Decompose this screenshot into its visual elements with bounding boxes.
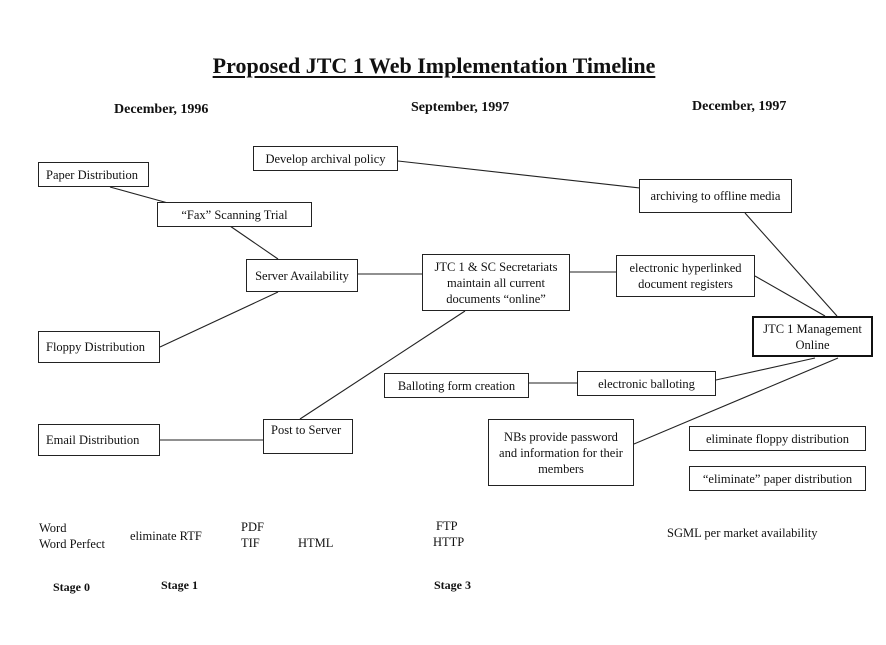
box-hyperlinked-registers: electronic hyperlinked document register… [616, 255, 755, 297]
box-archiving-offline-media: archiving to offline media [639, 179, 792, 213]
box-fax-scanning-trial: “Fax” Scanning Trial [157, 202, 312, 227]
box-balloting-form-creation: Balloting form creation [384, 373, 529, 398]
format-ftp: FTP [436, 519, 458, 533]
format-pdf: PDF [241, 520, 264, 534]
box-electronic-balloting: electronic balloting [577, 371, 716, 396]
format-sgml: SGML per market availability [667, 526, 818, 540]
connector-nbs-to-management [633, 357, 839, 445]
connector-post-to-secretariats [299, 310, 466, 420]
format-tif: TIF [241, 536, 260, 550]
connector-fax-to-server [229, 225, 279, 260]
format-html: HTML [298, 536, 334, 550]
box-secretariats-online: JTC 1 & SC Secretariats maintain all cur… [422, 254, 570, 311]
connector-archiving-to-management [744, 212, 838, 317]
connector-floppy-to-server [159, 291, 279, 348]
connector-policy-to-archiving [397, 160, 641, 189]
connector-registers-to-management [754, 275, 826, 317]
box-eliminate-paper: “eliminate” paper distribution [689, 466, 866, 491]
header-sep-1997: September, 1997 [411, 100, 510, 115]
diagram-title: Proposed JTC 1 Web Implementation Timeli… [212, 53, 656, 78]
box-management-online: JTC 1 Management Online [752, 316, 873, 357]
header-dec-1997: December, 1997 [692, 99, 787, 114]
box-email-distribution: Email Distribution [38, 424, 160, 456]
stage-3-label: Stage 3 [434, 578, 471, 592]
header-dec-1996: December, 1996 [114, 102, 209, 117]
box-nbs-password: NBs provide password and information for… [488, 419, 634, 486]
format-eliminate-rtf: eliminate RTF [130, 529, 202, 543]
stage-1-label: Stage 1 [161, 578, 198, 592]
connector-paper-to-fax [109, 186, 169, 204]
format-http: HTTP [433, 535, 465, 549]
format-word-perfect: Word Perfect [39, 537, 105, 551]
connector-balloting-to-management [715, 357, 816, 381]
box-paper-distribution: Paper Distribution [38, 162, 149, 187]
box-post-to-server: Post to Server [263, 419, 353, 454]
stage-0-label: Stage 0 [53, 580, 90, 594]
box-develop-archival-policy: Develop archival policy [253, 146, 398, 171]
format-word: Word [39, 521, 67, 535]
box-server-availability: Server Availability [246, 259, 358, 292]
box-eliminate-floppy: eliminate floppy distribution [689, 426, 866, 451]
box-floppy-distribution: Floppy Distribution [38, 331, 160, 363]
